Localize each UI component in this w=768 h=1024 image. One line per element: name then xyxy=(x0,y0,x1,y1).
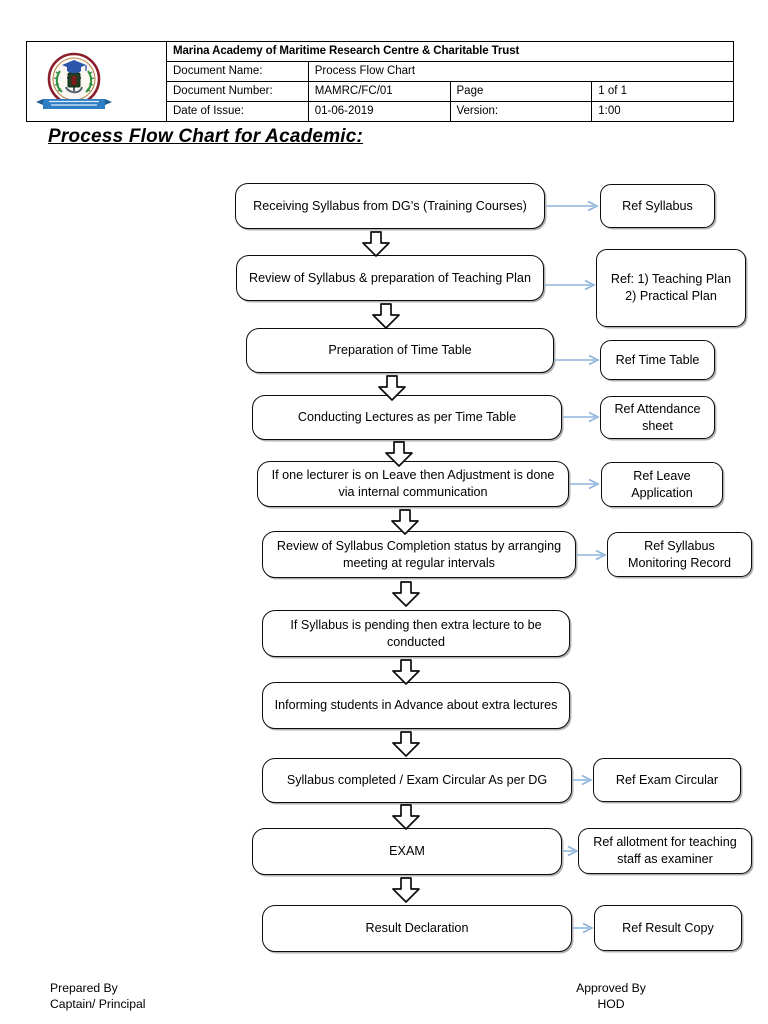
ref-box-label: Ref Exam Circular xyxy=(615,772,719,787)
date-of-issue-value: 01-06-2019 xyxy=(307,101,451,122)
connector-arrow-2 xyxy=(545,278,598,292)
flow-step-label: Conducting Lectures as per Time Table xyxy=(297,410,517,424)
flow-step-label: If one lecturer is on Leave then Adjustm… xyxy=(271,468,555,499)
ref-box-attendance-sheet[interactable]: Ref Attendance sheet xyxy=(600,396,715,439)
down-arrow-icon xyxy=(370,303,402,329)
connector-arrow-4 xyxy=(563,410,603,424)
down-arrow-icon xyxy=(390,731,422,757)
ref-box-time-table[interactable]: Ref Time Table xyxy=(600,340,715,380)
approved-by-value: HOD xyxy=(597,997,625,1011)
ref-box-teaching-plan[interactable]: Ref: 1) Teaching Plan 2) Practical Plan xyxy=(596,249,746,327)
prepared-by-value: Captain/ Principal xyxy=(50,997,146,1011)
marina-academy-seal-icon xyxy=(33,51,160,113)
down-arrow-icon xyxy=(376,375,408,401)
flow-step-label: EXAM xyxy=(389,844,425,858)
flow-step-5[interactable]: If one lecturer is on Leave then Adjustm… xyxy=(257,461,569,507)
table-row: Document Name: Process Flow Chart xyxy=(27,61,735,82)
flow-step-8[interactable]: Informing students in Advance about extr… xyxy=(262,682,570,729)
table-row: Date of Issue: 01-06-2019 Version: 1:00 xyxy=(27,101,734,122)
ref-box-label: Ref Syllabus Monitoring Record xyxy=(628,538,731,570)
flow-step-label: Review of Syllabus & preparation of Teac… xyxy=(249,270,531,285)
connector-arrow-5 xyxy=(570,477,603,491)
logo-cell xyxy=(26,41,167,122)
flow-step-9[interactable]: Syllabus completed / Exam Circular As pe… xyxy=(262,758,572,803)
document-header-table: Marina Academy of Maritime Research Cent… xyxy=(26,41,735,122)
flow-step-2[interactable]: Review of Syllabus & preparation of Teac… xyxy=(236,255,544,301)
flow-step-label: Result Declaration xyxy=(365,921,469,935)
flow-step-6[interactable]: Review of Syllabus Completion status by … xyxy=(262,531,576,578)
down-arrow-icon xyxy=(390,659,422,685)
ref-box-result-copy[interactable]: Ref Result Copy xyxy=(594,905,742,951)
ref-box-label: Ref Syllabus xyxy=(622,198,693,213)
ref-box-leave-application[interactable]: Ref Leave Application xyxy=(601,462,723,507)
flow-step-label: Review of Syllabus Completion status by … xyxy=(276,538,562,570)
connector-arrow-3 xyxy=(555,353,602,367)
version-value: 1:00 xyxy=(591,101,734,122)
flow-step-11[interactable]: Result Declaration xyxy=(262,905,572,952)
page-title: Process Flow Chart for Academic: xyxy=(48,126,363,148)
prepared-by-block: Prepared By Captain/ Principal xyxy=(50,980,146,1012)
date-of-issue-label: Date of Issue: xyxy=(166,101,309,122)
page-title-text: Process Flow Chart for Academic xyxy=(48,126,357,147)
down-arrow-icon xyxy=(390,804,422,830)
connector-arrow-1 xyxy=(546,199,601,213)
flow-step-label: Informing students in Advance about extr… xyxy=(274,698,558,712)
approved-by-block: Approved By HOD xyxy=(556,980,666,1012)
ref-box-syllabus[interactable]: Ref Syllabus xyxy=(600,184,715,228)
flow-step-7[interactable]: If Syllabus is pending then extra lectur… xyxy=(262,610,570,657)
connector-arrow-9 xyxy=(573,921,597,935)
ref-box-examiner-allotment[interactable]: Ref allotment for teaching staff as exam… xyxy=(578,828,752,874)
version-label: Version: xyxy=(449,101,593,122)
down-arrow-icon xyxy=(390,877,422,903)
connector-arrow-8 xyxy=(563,844,581,858)
flow-step-label: Syllabus completed / Exam Circular As pe… xyxy=(286,773,548,787)
flow-step-3[interactable]: Preparation of Time Table xyxy=(246,328,554,373)
page-value: 1 of 1 xyxy=(591,81,734,102)
ref-box-label: Ref Attendance sheet xyxy=(614,401,701,433)
connector-arrow-7 xyxy=(573,773,596,787)
down-arrow-icon xyxy=(389,509,421,535)
connector-arrow-6 xyxy=(577,548,610,562)
approved-by-label: Approved By xyxy=(576,981,646,995)
flow-step-label: Preparation of Time Table xyxy=(328,343,472,357)
table-row: Document Number: MAMRC/FC/01 Page 1 of 1 xyxy=(27,81,734,102)
down-arrow-icon xyxy=(383,441,415,467)
ref-box-label: Ref Time Table xyxy=(615,352,700,367)
flow-step-label: Receiving Syllabus from DG’s (Training C… xyxy=(253,198,527,213)
ref-box-syllabus-monitoring-record[interactable]: Ref Syllabus Monitoring Record xyxy=(607,532,752,577)
page-title-colon: : xyxy=(356,126,364,147)
ref-box-label: Ref Result Copy xyxy=(622,920,714,935)
prepared-by-label: Prepared By xyxy=(50,981,118,995)
down-arrow-icon xyxy=(390,581,422,607)
flow-step-1[interactable]: Receiving Syllabus from DG’s (Training C… xyxy=(235,183,545,229)
ref-box-label: Ref: 1) Teaching Plan 2) Practical Plan xyxy=(610,272,732,303)
flow-step-label: If Syllabus is pending then extra lectur… xyxy=(290,617,542,649)
ref-box-exam-circular[interactable]: Ref Exam Circular xyxy=(593,758,741,802)
ref-box-label: Ref Leave Application xyxy=(631,468,693,500)
flow-step-10[interactable]: EXAM xyxy=(252,828,562,875)
flow-step-4[interactable]: Conducting Lectures as per Time Table xyxy=(252,395,562,440)
down-arrow-icon xyxy=(360,231,392,257)
ref-box-label: Ref allotment for teaching staff as exam… xyxy=(593,835,737,866)
